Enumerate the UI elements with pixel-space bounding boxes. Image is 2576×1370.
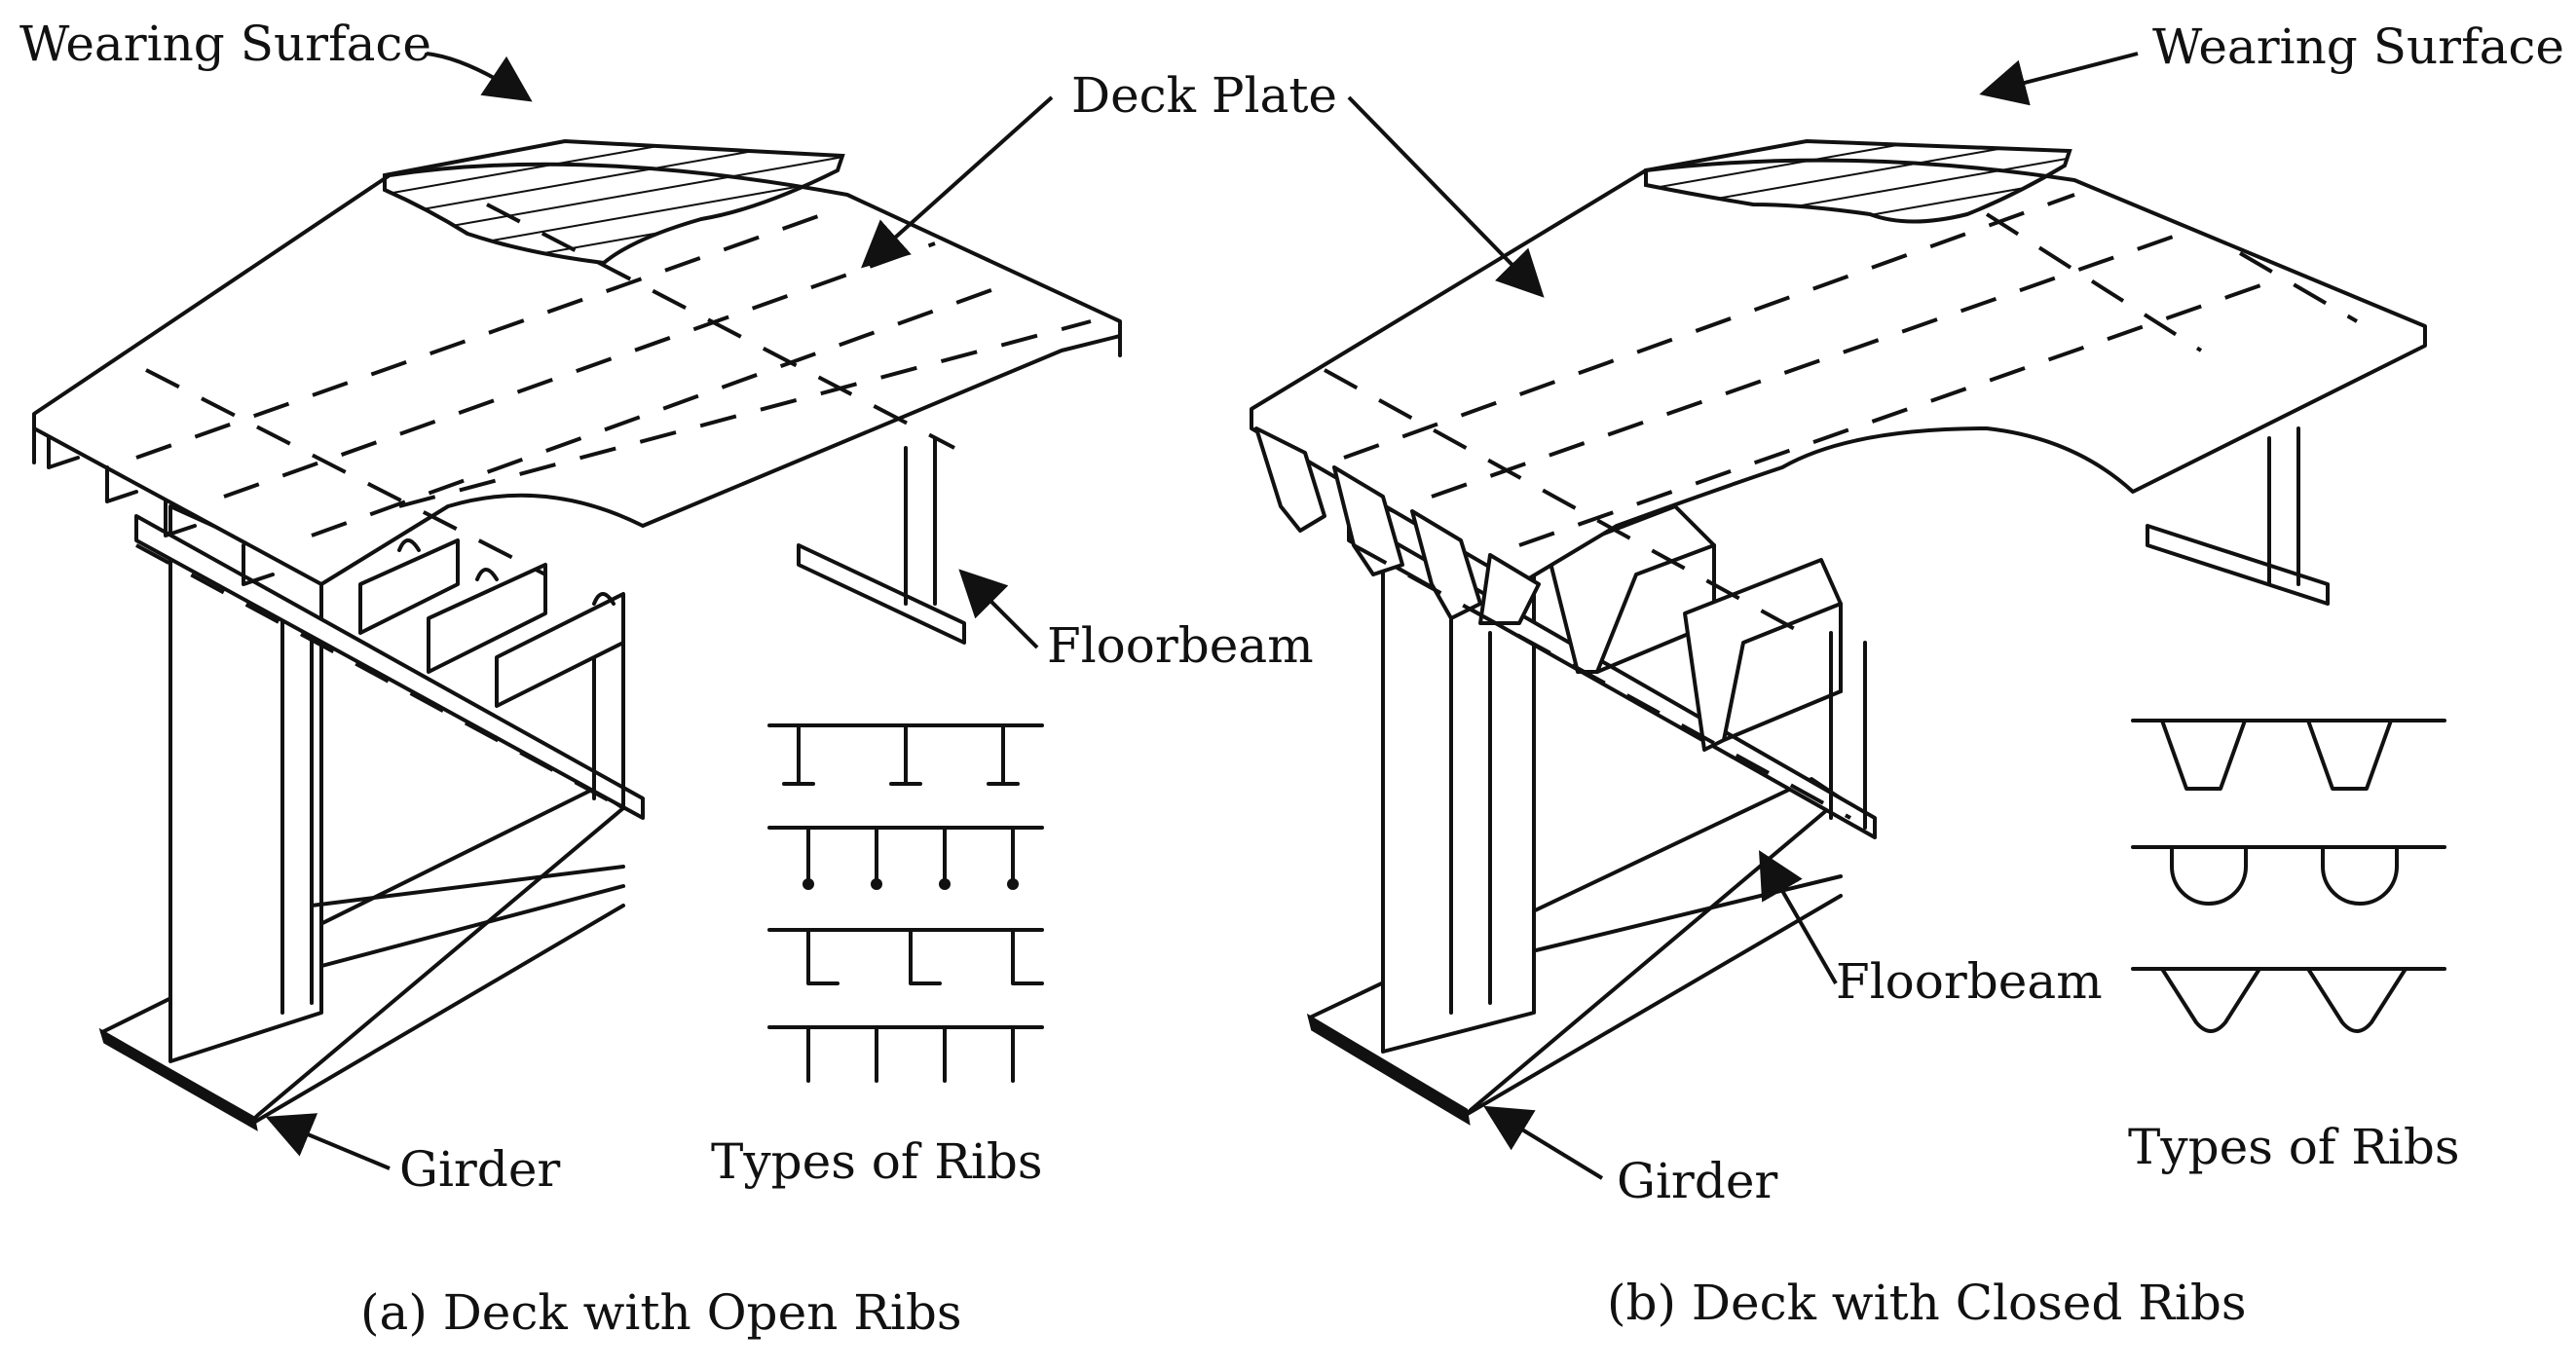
rib-type-bulb xyxy=(767,826,1044,890)
rib-type-v xyxy=(2131,967,2446,1033)
panel-a: Wearing Surface Deck Plate Floorbeam Gir… xyxy=(19,16,1337,1341)
rib-type-u xyxy=(2131,845,2446,906)
label-wearing-surface-b: Wearing Surface xyxy=(2152,19,2564,75)
rib-types-b xyxy=(2131,719,2446,1033)
label-girder-a: Girder xyxy=(399,1141,560,1198)
arrow-wearing-surface-b xyxy=(1979,52,2139,106)
floorbeam-a-structure xyxy=(134,436,966,820)
arrow-deck-plate-a xyxy=(861,95,1054,269)
girder-b xyxy=(1306,504,1843,1126)
rib-type-angle xyxy=(767,928,1044,985)
label-deck-plate: Deck Plate xyxy=(1071,67,1337,124)
arrow-floorbeam-b xyxy=(1759,850,1838,984)
open-ribs-a xyxy=(358,538,625,708)
panel-b: Wearing Surface Floorbeam Girder Types o… xyxy=(1250,19,2564,1331)
label-floorbeam-a: Floorbeam xyxy=(1047,617,1314,674)
rib-types-a xyxy=(767,723,1044,1083)
closed-ribs-b xyxy=(1547,504,1843,752)
wearing-surface-b xyxy=(1644,138,2072,224)
arrow-wearing-surface-a xyxy=(426,52,533,102)
label-floorbeam-b: Floorbeam xyxy=(1836,953,2103,1010)
rib-type-flat-bar xyxy=(767,723,1044,786)
label-types-of-ribs-a: Types of Ribs xyxy=(711,1133,1043,1190)
label-girder-b: Girder xyxy=(1617,1153,1777,1209)
wearing-surface-a xyxy=(383,138,845,266)
girder-a xyxy=(98,504,625,1131)
leaders-a xyxy=(265,52,1054,1170)
caption-a: (a) Deck with Open Ribs xyxy=(360,1284,962,1341)
leaders-b xyxy=(1347,52,2139,1180)
arrow-girder-b xyxy=(1483,1105,1604,1180)
rib-type-trapezoid xyxy=(2131,719,2446,791)
arrow-floorbeam-a xyxy=(958,569,1039,649)
rib-type-flat xyxy=(767,1025,1044,1083)
arrow-deck-plate-b xyxy=(1347,95,1545,298)
caption-b: (b) Deck with Closed Ribs xyxy=(1607,1275,2247,1331)
label-types-of-ribs-b: Types of Ribs xyxy=(2128,1119,2460,1175)
arrow-girder-a xyxy=(265,1113,391,1170)
label-wearing-surface-a: Wearing Surface xyxy=(19,16,431,72)
